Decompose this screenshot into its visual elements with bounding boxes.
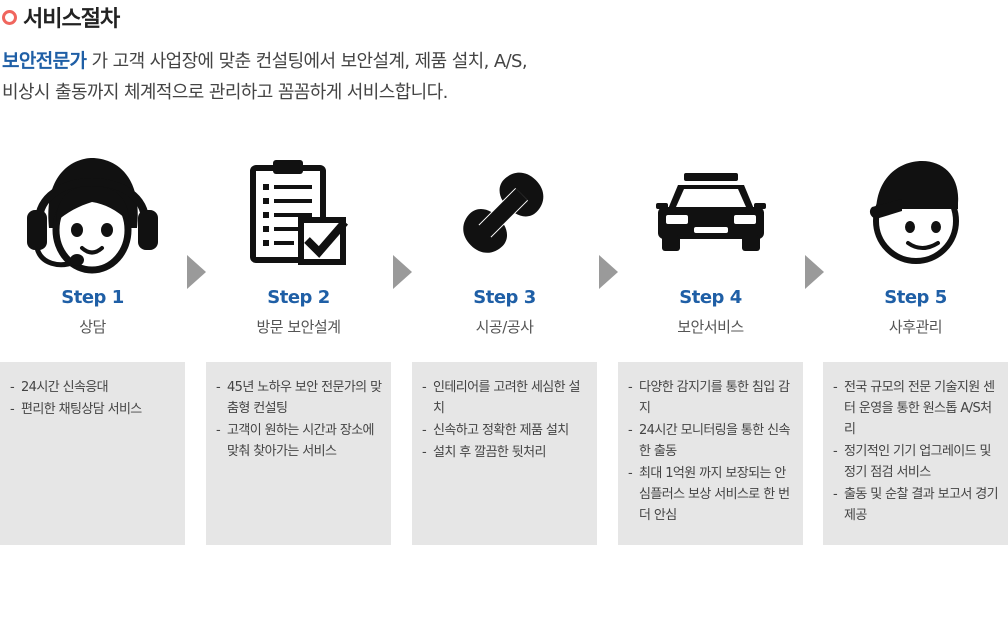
step-name: 상담 (79, 318, 106, 336)
intro-line-1-rest: 가 고객 사업장에 맞춘 컨설팅에서 보안설계, 제품 설치, A/S, (86, 51, 528, 72)
step-4: Step 4 보안서비스 다양한 감지기를 통한 침입 감지 24시간 모니터링… (618, 150, 803, 546)
arrow-right-icon (805, 255, 824, 289)
step-name: 보안서비스 (677, 318, 744, 336)
detail-item: 24시간 신속응대 (10, 377, 177, 398)
step-3: Step 3 시공/공사 인테리어를 고려한 세심한 설치 신속하고 정확한 제… (412, 150, 597, 546)
step-1: Step 1 상담 24시간 신속응대 편리한 채팅상담 서비스 (0, 150, 185, 546)
arrow-right-icon (599, 255, 618, 289)
detail-item: 최대 1억원 까지 보장되는 안심플러스 보상 서비스로 한 번 더 안심 (628, 463, 795, 526)
step-number: Step 3 (473, 287, 536, 308)
detail-item: 전국 규모의 전문 기술지원 센터 운영을 통한 원스톱 A/S처리 (833, 377, 1000, 440)
detail-item: 출동 및 순찰 결과 보고서 경기 제공 (833, 484, 1000, 526)
step-name: 시공/공사 (475, 318, 534, 336)
detail-item: 45년 노하우 보안 전문가의 맞춤형 컨설팅 (216, 377, 383, 419)
detail-item: 설치 후 깔끔한 뒷처리 (422, 442, 589, 463)
page-title: 서비스절차 (23, 7, 120, 32)
detail-item: 인테리어를 고려한 세심한 설치 (422, 377, 589, 419)
intro-line-2: 비상시 출동까지 체계적으로 관리하고 꼼꼼하게 서비스합니다. (2, 82, 448, 103)
step-name: 방문 보안설계 (256, 318, 341, 336)
step-5: Step 5 사후관리 전국 규모의 전문 기술지원 센터 운영을 통한 원스톱… (823, 150, 1008, 546)
step-number: Step 5 (884, 287, 947, 308)
step-number: Step 2 (267, 287, 330, 308)
step-name: 사후관리 (888, 318, 943, 336)
detail-item: 정기적인 기기 업그레이드 및 정기 점검 서비스 (833, 441, 1000, 483)
detail-item: 다양한 감지기를 통한 침입 감지 (628, 377, 795, 419)
step-number: Step 4 (679, 287, 742, 308)
detail-item: 편리한 채팅상담 서비스 (10, 399, 177, 420)
detail-item: 24시간 모니터링을 통한 신속한 출동 (628, 420, 795, 462)
technician-cap-icon (823, 150, 1008, 275)
step-details: 45년 노하우 보안 전문가의 맞춤형 컨설팅 고객이 원하는 시간과 장소에 … (206, 362, 391, 545)
patrol-car-icon (618, 150, 803, 275)
section-header: 서비스절차 (2, 2, 120, 32)
checklist-clipboard-icon (206, 150, 391, 275)
arrow-right-icon (393, 255, 412, 289)
arrow-right-icon (187, 255, 206, 289)
brand-name: 보안전문가 (2, 50, 87, 72)
detail-item: 신속하고 정확한 제품 설치 (422, 420, 589, 441)
step-details: 인테리어를 고려한 세심한 설치 신속하고 정확한 제품 설치 설치 후 깔끔한… (412, 362, 597, 545)
circle-bullet-icon (2, 10, 17, 25)
step-number: Step 1 (61, 287, 124, 308)
intro-text: 보안전문가 가 고객 사업장에 맞춘 컨설팅에서 보안설계, 제품 설치, A/… (2, 46, 528, 108)
intro-line-1: 보안전문가 가 고객 사업장에 맞춘 컨설팅에서 보안설계, 제품 설치, A/… (2, 46, 528, 77)
headset-operator-icon (0, 150, 185, 275)
step-details: 24시간 신속응대 편리한 채팅상담 서비스 (0, 362, 185, 545)
detail-item: 고객이 원하는 시간과 장소에 맞춰 찾아가는 서비스 (216, 420, 383, 462)
wrench-icon (412, 150, 597, 275)
step-details: 다양한 감지기를 통한 침입 감지 24시간 모니터링을 통한 신속한 출동 최… (618, 362, 803, 545)
step-details: 전국 규모의 전문 기술지원 센터 운영을 통한 원스톱 A/S처리 정기적인 … (823, 362, 1008, 545)
step-2: Step 2 방문 보안설계 45년 노하우 보안 전문가의 맞춤형 컨설팅 고… (206, 150, 391, 546)
